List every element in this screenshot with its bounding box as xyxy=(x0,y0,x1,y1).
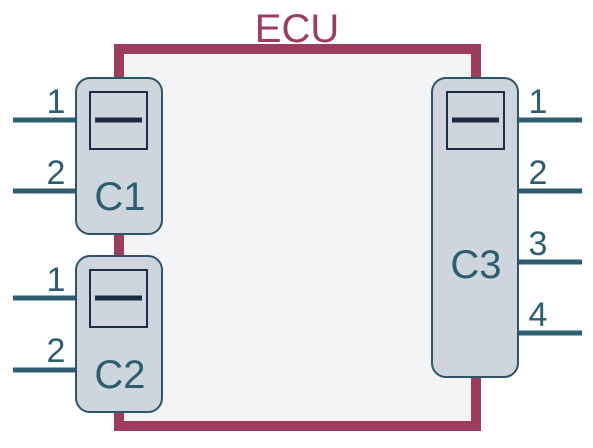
connector-c1-pin-1-label: 1 xyxy=(47,83,66,121)
connector-c1[interactable]: 1 2 C1 xyxy=(13,77,163,235)
connector-c1-label: C1 xyxy=(94,175,145,219)
connector-c3-pin-1-label: 1 xyxy=(529,83,548,121)
connector-c2-label: C2 xyxy=(94,353,145,397)
ecu-body xyxy=(114,44,481,431)
connector-c2[interactable]: 1 2 C2 xyxy=(13,255,163,413)
connector-c2-pin-1-label: 1 xyxy=(47,261,66,299)
connector-c3-label: C3 xyxy=(450,243,501,287)
connector-c3-pin-4-label: 4 xyxy=(529,296,548,334)
connector-c1-pin-2-label: 2 xyxy=(47,154,66,192)
connector-c3[interactable]: 1 2 3 4 C3 xyxy=(431,77,582,378)
connector-c2-pin-2-label: 2 xyxy=(47,332,66,370)
connector-c3-housing xyxy=(431,77,519,378)
connector-c3-pin-3-label: 3 xyxy=(529,225,548,263)
ecu-title: ECU xyxy=(255,7,339,51)
connector-c3-pin-2-label: 2 xyxy=(529,154,548,192)
